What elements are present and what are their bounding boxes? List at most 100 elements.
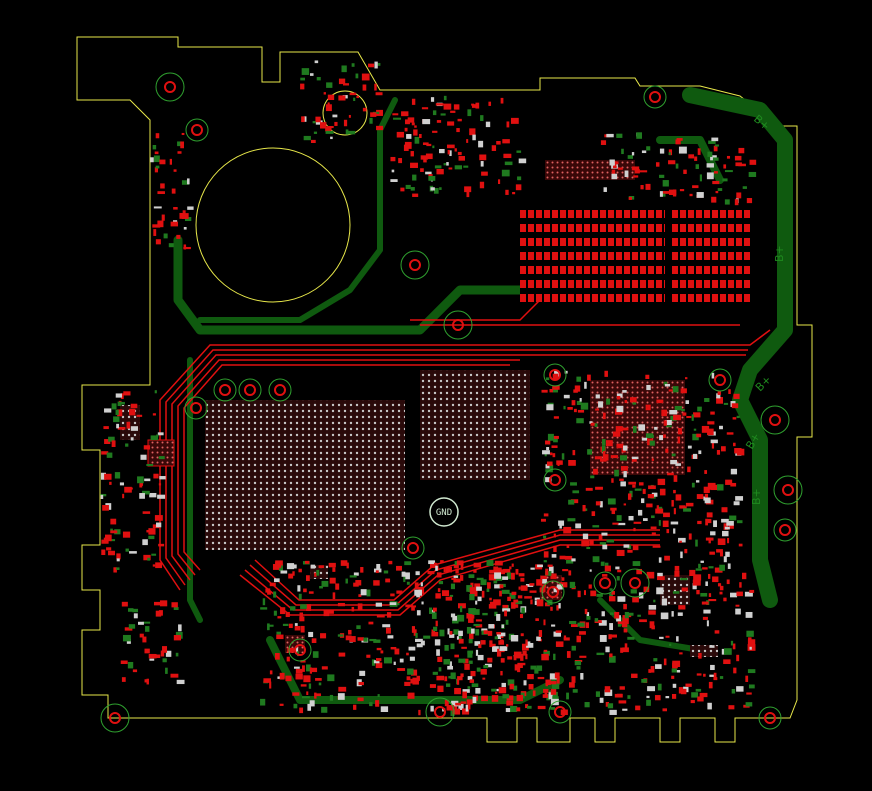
smd-pad — [555, 630, 562, 633]
smd-pad — [668, 149, 673, 156]
smd-pad — [458, 704, 464, 710]
smd-pad — [659, 636, 664, 639]
smd-pad — [516, 150, 522, 153]
smd-pad — [558, 603, 561, 609]
smd-pad — [652, 545, 661, 548]
smd-pad — [589, 421, 593, 424]
smd-pad — [444, 676, 448, 682]
smd-pad — [487, 582, 491, 589]
smd-pad — [421, 107, 429, 110]
smd-pad — [611, 173, 618, 180]
smd-pad — [576, 400, 582, 405]
smd-pad — [343, 119, 348, 127]
smd-pad — [282, 623, 289, 626]
smd-pad — [620, 647, 624, 653]
smd-pad — [397, 668, 406, 671]
smd-pad — [390, 156, 396, 162]
smd-pad — [472, 696, 477, 704]
smd-pad — [450, 613, 456, 618]
smd-pad — [545, 477, 552, 483]
smd-pad — [551, 445, 558, 448]
smd-pad — [681, 587, 688, 592]
smd-pad — [445, 596, 453, 601]
smd-pad — [315, 678, 322, 681]
smd-pad — [502, 694, 510, 699]
smd-pad — [120, 393, 124, 400]
hole-drill — [714, 374, 726, 386]
smd-pad — [609, 588, 613, 591]
smd-pad — [582, 504, 586, 512]
smd-pad — [639, 619, 647, 623]
smd-pad — [609, 612, 614, 615]
smd-pad — [656, 399, 664, 404]
smd-pad — [682, 412, 687, 416]
memory-area-right — [670, 210, 750, 302]
smd-pad — [451, 700, 459, 707]
smd-pad — [368, 63, 375, 68]
smd-pad — [723, 402, 729, 405]
smd-pad — [168, 243, 174, 248]
smd-pad — [338, 686, 347, 692]
smd-pad — [519, 614, 524, 619]
smd-pad — [552, 387, 558, 393]
smd-pad — [672, 660, 681, 668]
smd-pad — [727, 537, 730, 544]
smd-pad — [300, 684, 307, 687]
smd-pad — [594, 456, 603, 460]
smd-pad — [646, 503, 653, 508]
mounting-hole — [238, 378, 262, 402]
smd-pad — [607, 498, 616, 505]
smd-pad — [170, 673, 179, 678]
smd-pad — [696, 433, 702, 438]
smd-pad — [269, 681, 272, 689]
smd-pad — [690, 699, 695, 704]
smd-pad — [346, 562, 349, 569]
smd-pad — [449, 150, 452, 157]
smd-pad — [698, 652, 702, 659]
smd-pad — [329, 694, 334, 701]
smd-pad — [698, 450, 702, 455]
smd-pad — [744, 591, 753, 597]
smd-pad — [429, 563, 438, 568]
smd-pad — [480, 640, 486, 645]
smd-pad — [422, 142, 429, 146]
smd-pad — [285, 675, 292, 682]
smd-pad — [117, 426, 126, 430]
smd-pad — [703, 486, 710, 493]
smd-pad — [499, 569, 505, 575]
smd-pad — [701, 601, 709, 605]
smd-pad — [411, 626, 416, 633]
smd-pad — [692, 185, 699, 189]
smd-pad — [707, 428, 714, 436]
smd-pad — [546, 447, 550, 451]
smd-pad — [406, 134, 412, 139]
smd-pad — [657, 683, 662, 691]
smd-pad — [181, 180, 190, 185]
smd-pad — [687, 466, 691, 473]
smd-pad — [599, 542, 607, 545]
smd-pad — [449, 594, 454, 597]
smd-pad — [579, 655, 587, 658]
smd-pad — [408, 646, 416, 651]
smd-pad — [598, 401, 604, 408]
smd-pad — [611, 478, 614, 483]
smd-pad — [269, 582, 276, 587]
smd-pad — [338, 652, 346, 657]
smd-pad — [469, 633, 474, 640]
smd-pad — [735, 162, 742, 167]
smd-pad — [576, 635, 581, 643]
smd-pad — [312, 651, 319, 658]
smd-pad — [507, 679, 515, 686]
smd-pad — [320, 122, 327, 129]
bottom-copper-layer — [173, 87, 793, 704]
smd-pad — [694, 156, 698, 161]
smd-pad — [157, 191, 165, 195]
smd-pad — [353, 704, 357, 710]
smd-pad — [585, 622, 590, 629]
smd-pad — [695, 688, 702, 692]
smd-pad — [373, 660, 380, 664]
smd-pad — [722, 178, 728, 182]
smd-pad — [549, 464, 554, 470]
smd-pad — [449, 630, 453, 635]
